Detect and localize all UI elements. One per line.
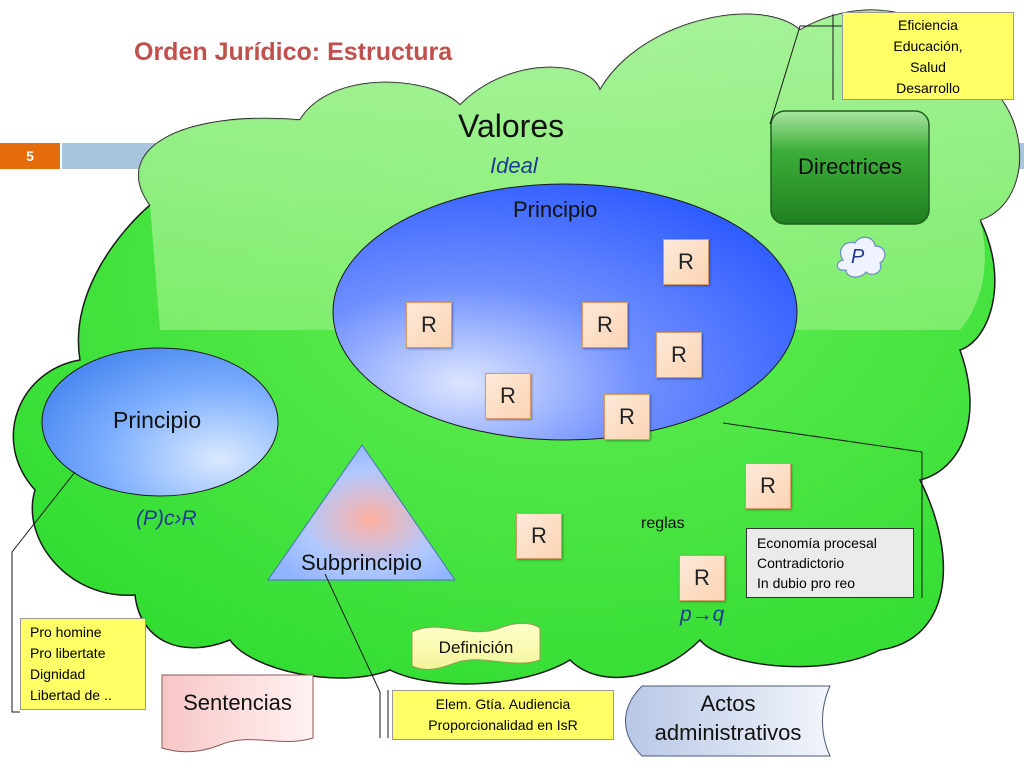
directrices-note: Eficiencia Educación, Salud Desarrollo bbox=[842, 12, 1014, 100]
label-pcr: (P)c›R bbox=[136, 507, 197, 530]
rule-box: R bbox=[745, 463, 791, 509]
note-line: Educación, bbox=[893, 38, 963, 54]
label-principio-left: Principio bbox=[113, 407, 202, 433]
reglas-note: Economía procesal Contradictorio In dubi… bbox=[746, 528, 914, 598]
rule-box: R bbox=[656, 332, 702, 378]
note-line: Economía procesal bbox=[757, 535, 877, 551]
note-line: Pro libertate bbox=[30, 645, 106, 661]
rule-box: R bbox=[406, 302, 452, 348]
note-line: Contradictorio bbox=[757, 555, 845, 571]
p-cloud-icon bbox=[836, 236, 886, 278]
note-line: Salud bbox=[910, 59, 946, 75]
label-actos-line1: Actos bbox=[700, 691, 756, 716]
sentencias-shape bbox=[161, 674, 314, 753]
directrices-box bbox=[770, 110, 930, 225]
slide-number: 5 bbox=[0, 143, 60, 169]
definicion-banner bbox=[411, 622, 541, 670]
actos-shape bbox=[625, 685, 831, 757]
subprincipio-note: Elem. Gtía. Audiencia Proporcionalidad e… bbox=[392, 690, 614, 740]
label-pq: p→q bbox=[680, 603, 725, 626]
label-actos-line2: administrativos bbox=[654, 720, 802, 745]
label-valores: Valores bbox=[458, 108, 565, 144]
label-reglas: reglas bbox=[641, 515, 685, 532]
note-line: Proporcionalidad en IsR bbox=[428, 717, 578, 733]
connector-lines bbox=[11, 14, 923, 738]
rule-box: R bbox=[516, 513, 562, 559]
note-line: In dubio pro reo bbox=[757, 575, 856, 591]
principio-ellipse-left bbox=[41, 347, 279, 497]
principio-note: Pro homine Pro libertate Dignidad Libert… bbox=[20, 618, 146, 710]
label-subprincipio: Subprincipio bbox=[300, 550, 423, 575]
note-line: Dignidad bbox=[30, 666, 86, 682]
label-p: P bbox=[851, 246, 865, 268]
note-line: Pro homine bbox=[30, 624, 102, 640]
rule-box: R bbox=[663, 239, 709, 285]
note-line: Desarrollo bbox=[896, 80, 960, 96]
label-definicion: Definición bbox=[438, 638, 514, 657]
label-actos: Actos administrativos bbox=[628, 689, 828, 747]
label-ideal: Ideal bbox=[490, 153, 538, 178]
rule-box: R bbox=[582, 302, 628, 348]
note-line: Eficiencia bbox=[898, 17, 958, 33]
subprincipio-triangle bbox=[267, 444, 456, 581]
label-directrices: Directrices bbox=[798, 154, 902, 179]
rule-box: R bbox=[485, 373, 531, 419]
label-sentencias: Sentencias bbox=[183, 690, 292, 715]
note-line: Libertad de .. bbox=[30, 687, 112, 703]
page-title: Orden Jurídico: Estructura bbox=[134, 38, 453, 66]
rule-box: R bbox=[679, 555, 725, 601]
note-line: Elem. Gtía. Audiencia bbox=[435, 696, 571, 712]
label-principio-main: Principio bbox=[513, 197, 598, 222]
rule-box: R bbox=[604, 394, 650, 440]
